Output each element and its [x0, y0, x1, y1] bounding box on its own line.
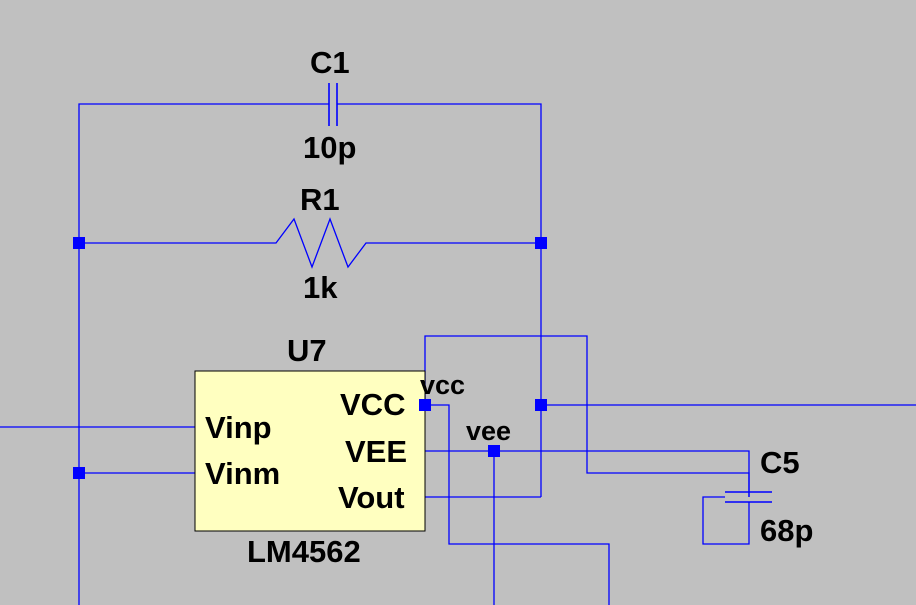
junction-vinm[interactable] [73, 467, 85, 479]
junction-r1-right[interactable] [535, 237, 547, 249]
junction-output[interactable] [535, 399, 547, 411]
c1-ref-label: C1 [310, 45, 350, 80]
wire-c1-left [78, 103, 329, 605]
r1-resistor [79, 217, 541, 269]
u7-body[interactable] [194, 370, 426, 532]
net-label-vcc: vcc [420, 370, 465, 400]
u7-pin-vinp: Vinp [205, 410, 272, 445]
u7-pin-vcc: VCC [340, 387, 405, 422]
wire-c1-right [337, 103, 542, 497]
u7-pin-vout: Vout [338, 480, 405, 515]
r1-value-label: 1k [303, 270, 338, 305]
u7-ref-label: U7 [287, 333, 327, 368]
wire-c5-lower [702, 496, 750, 545]
c5-ref-label: C5 [760, 445, 800, 480]
u7-pin-vee: VEE [345, 434, 407, 469]
junction-r1-left[interactable] [73, 237, 85, 249]
net-flag-vee[interactable] [488, 445, 500, 457]
c5-value-label: 68p [760, 513, 813, 548]
net-flag-vcc[interactable] [419, 399, 431, 411]
c1-value-label: 10p [303, 130, 356, 165]
r1-ref-label: R1 [300, 182, 340, 217]
wire-vee-net [425, 450, 750, 497]
u7-pin-vinm: Vinm [205, 456, 280, 491]
net-label-vee: vee [466, 416, 511, 446]
u7-part-label: LM4562 [247, 534, 361, 569]
wire-vcc-down [425, 404, 610, 605]
